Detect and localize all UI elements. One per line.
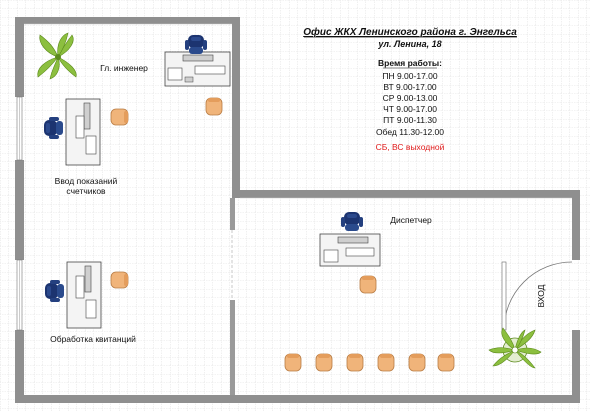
visitor-chair-icon xyxy=(205,97,223,116)
hours-lunch: Обед 11.30-12.00 xyxy=(376,127,444,137)
room-label-dispatcher: Диспетчер xyxy=(390,215,432,225)
plant-entrance-icon xyxy=(488,327,542,369)
entrance-label: ВХОД xyxy=(536,284,546,307)
workstation-meter-input xyxy=(44,98,129,166)
workstation-receipts xyxy=(45,261,129,329)
printer-icon xyxy=(323,249,339,263)
office-address: ул. Ленина, 18 xyxy=(377,39,441,49)
monitor-icon xyxy=(337,236,369,244)
monitor-icon xyxy=(182,54,214,62)
room-label-meter-input-2: счетчиков xyxy=(66,186,106,196)
walls xyxy=(15,17,580,403)
printer-icon xyxy=(85,135,97,155)
plant-icon xyxy=(37,32,77,80)
printer-icon xyxy=(85,299,97,319)
window-left-upper xyxy=(16,96,23,161)
keyboard-icon xyxy=(345,247,375,257)
office-title: Офис ЖКХ Ленинского района г. Энгельса xyxy=(303,26,517,38)
hours-fri: ПТ 9.00-11.30 xyxy=(383,115,437,125)
room-label-chief-engineer: Гл. инженер xyxy=(100,63,148,73)
room-label-meter-input-1: Ввод показаний xyxy=(55,176,118,186)
hours-mon: ПН 9.00-17.00 xyxy=(382,71,438,81)
hours-weekend: СБ, ВС выходной xyxy=(376,142,445,152)
monitor-icon xyxy=(84,265,92,293)
visitor-chair-icon xyxy=(110,271,129,289)
room-label-receipts: Обработка квитанций xyxy=(50,334,136,344)
window-left-lower xyxy=(16,259,23,331)
hours-header: Время работы: xyxy=(378,58,442,68)
visitor-chair-icon xyxy=(110,108,129,126)
visitor-chair-icon xyxy=(359,275,377,294)
printer-icon xyxy=(167,67,183,81)
workstation-chief-engineer xyxy=(164,35,231,116)
hours-tue: ВТ 9.00-17.00 xyxy=(383,82,437,92)
keyboard-icon xyxy=(75,275,85,299)
monitor-icon xyxy=(83,102,91,130)
hours-thu: ЧТ 9.00-17.00 xyxy=(383,104,437,114)
hours-wed: СР 9.00-13.00 xyxy=(383,93,438,103)
keyboard-icon xyxy=(75,115,85,139)
workstation-dispatcher xyxy=(319,212,381,294)
keyboard-icon xyxy=(194,65,226,75)
